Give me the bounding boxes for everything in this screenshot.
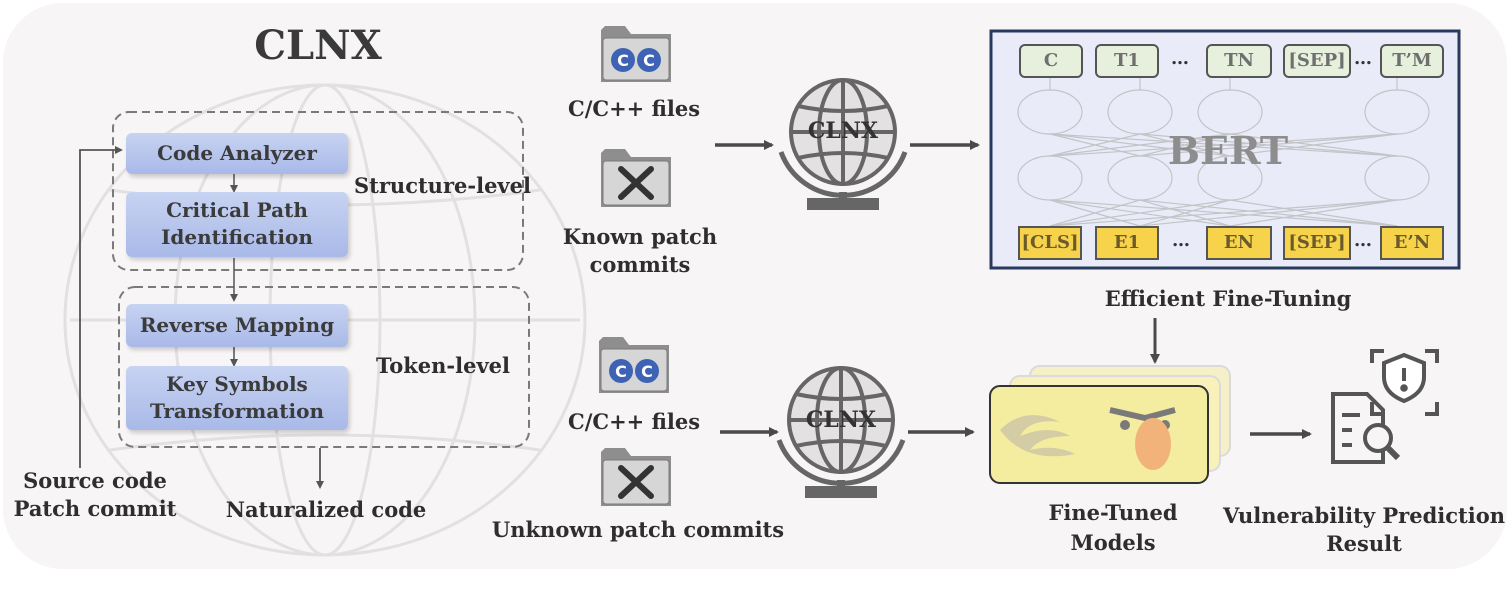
naturalized-code-label: Naturalized code xyxy=(225,497,427,522)
svg-text:C: C xyxy=(615,362,627,381)
structure-level-label: Structure-level xyxy=(354,173,531,198)
svg-text:C: C xyxy=(641,362,653,381)
ellipsis: … xyxy=(1354,230,1372,251)
bert-input-token: [SEP] xyxy=(1283,226,1351,260)
ellipsis: … xyxy=(1172,230,1190,251)
globe-icon-top xyxy=(778,78,908,210)
top-commits-label-2: commits xyxy=(589,252,691,277)
critical-path-step: Critical Path Identification xyxy=(126,192,348,257)
cpp-folder-icon-top: C C xyxy=(601,26,671,82)
token-level-group xyxy=(118,286,530,448)
structure-level-group xyxy=(112,111,524,271)
fine-tuned-models-icon xyxy=(989,365,1231,484)
tools-folder-icon-top xyxy=(601,149,671,207)
result-label-1: Vulnerability Prediction xyxy=(1223,503,1505,528)
cpp-folder-icon-bottom: C C xyxy=(599,337,669,393)
code-analyzer-step: Code Analyzer xyxy=(126,133,348,174)
clnx-title: CLNX xyxy=(254,22,382,69)
bert-output-token: [SEP] xyxy=(1283,44,1351,78)
bert-output-token: T’M xyxy=(1380,44,1444,78)
bert-title: BERT xyxy=(1167,128,1289,173)
ellipsis: … xyxy=(1354,48,1372,69)
bert-network xyxy=(1017,78,1430,227)
globe-label-bottom: CLNX xyxy=(805,407,877,433)
token-level-label: Token-level xyxy=(376,353,510,378)
top-files-label: C/C++ files xyxy=(567,96,701,121)
vulnerability-scan-icon xyxy=(1331,349,1439,464)
bert-input-token: [CLS] xyxy=(1018,226,1082,260)
bert-output-token: C xyxy=(1019,44,1083,78)
bert-output-token: T1 xyxy=(1095,44,1159,78)
input-label-source: Source code xyxy=(23,468,167,493)
bottom-commits-label: Unknown patch commits xyxy=(491,517,785,542)
bert-input-token: E1 xyxy=(1095,226,1159,260)
fine-tuning-label: Efficient Fine-Tuning xyxy=(1104,286,1352,311)
bottom-files-label: C/C++ files xyxy=(567,409,701,434)
svg-text:C: C xyxy=(617,51,629,70)
result-label-2: Result xyxy=(1326,531,1402,556)
bert-input-token: EN xyxy=(1206,226,1272,260)
models-label-2: Models xyxy=(1070,530,1156,555)
key-symbols-step: Key Symbols Transformation xyxy=(126,366,348,430)
models-label-1: Fine-Tuned xyxy=(1048,500,1178,525)
svg-text:C: C xyxy=(643,51,655,70)
bert-input-token: E’N xyxy=(1380,226,1444,260)
input-arrow xyxy=(79,146,123,468)
bert-output-token: TN xyxy=(1206,44,1272,78)
input-label-patch: Patch commit xyxy=(13,496,177,521)
globe-label-top: CLNX xyxy=(807,118,879,144)
top-commits-label-1: Known patch xyxy=(562,224,718,249)
reverse-mapping-step: Reverse Mapping xyxy=(126,304,348,347)
tools-folder-icon-bottom xyxy=(601,448,671,506)
globe-icon-bottom xyxy=(776,366,906,498)
ellipsis: … xyxy=(1171,48,1189,69)
